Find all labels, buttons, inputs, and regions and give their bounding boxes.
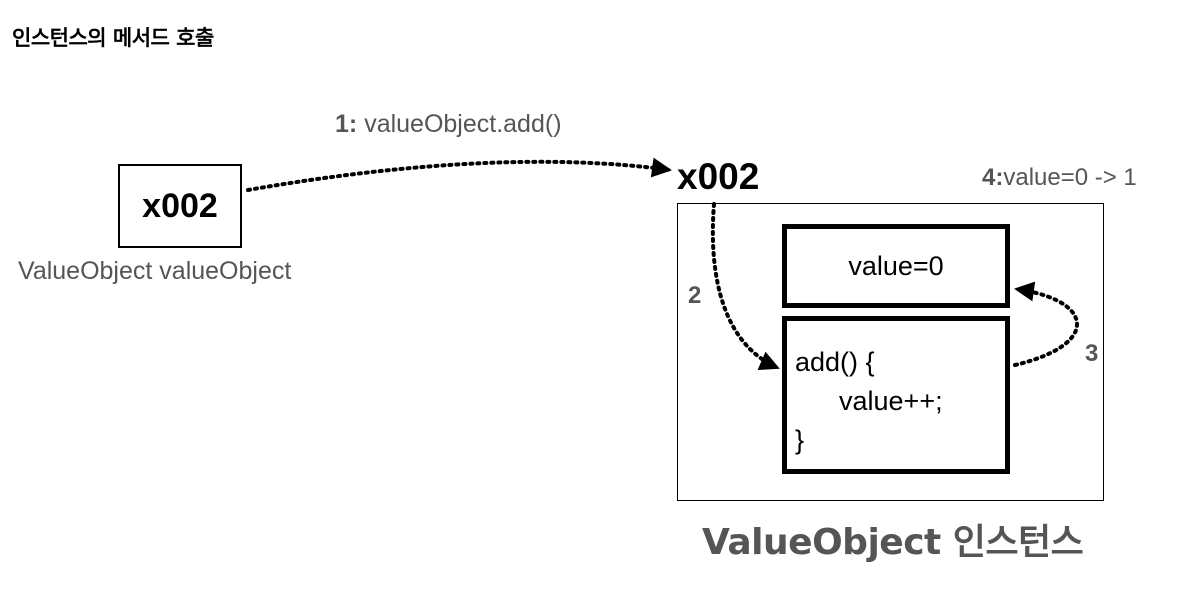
call-step-number: 1: xyxy=(335,110,358,138)
reference-caption: ValueObject valueObject xyxy=(18,257,292,285)
step3-label: 3 xyxy=(1085,340,1099,367)
reference-address: x002 xyxy=(142,186,218,225)
call-step-text: valueObject.add() xyxy=(364,110,562,138)
reference-variable-box: x002 xyxy=(118,164,242,248)
step2-arrow xyxy=(710,202,780,370)
instance-caption: ValueObject 인스턴스 xyxy=(702,522,1084,563)
call-step-label: 1: valueObject.add() xyxy=(335,110,562,139)
method-box: add() { value++; } xyxy=(782,316,1010,474)
step4-text: value=0 -> 1 xyxy=(1003,164,1137,191)
method-line: value++; xyxy=(839,386,943,416)
field-box: value=0 xyxy=(782,224,1010,308)
step2-label: 2 xyxy=(688,282,702,309)
method-line: } xyxy=(795,425,805,455)
step3-arrow xyxy=(1013,281,1079,367)
field-text: value=0 xyxy=(848,250,944,281)
page-title: 인스턴스의 메서드 호출 xyxy=(12,26,214,50)
instance-container xyxy=(677,203,1104,501)
step4-label: 4:value=0 -> 1 xyxy=(982,164,1137,192)
call-arrow xyxy=(246,157,672,192)
instance-address: x002 xyxy=(677,156,760,197)
method-line: add() { xyxy=(795,347,875,377)
step4-number: 4: xyxy=(982,164,1004,191)
